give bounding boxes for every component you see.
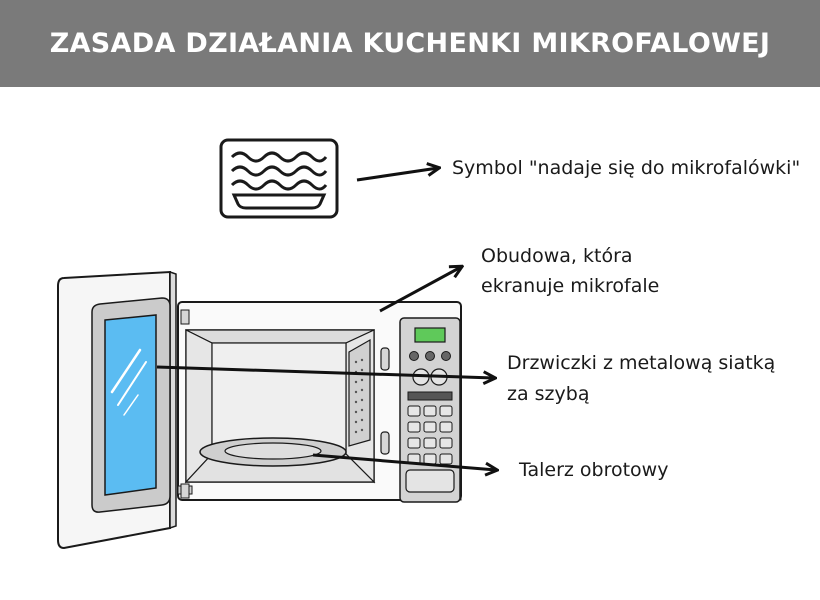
label-door-line1: Drzwiczki z metalową siatką <box>507 352 776 374</box>
microwave-safe-icon <box>219 138 339 219</box>
display-screen <box>414 327 446 343</box>
arrow-icon <box>379 267 461 313</box>
label-turntable: Talerz obrotowy <box>519 459 669 481</box>
arrow-icon <box>312 453 496 470</box>
header-bar: ZASADA DZIAŁANIA KUCHENKI MIKROFALOWEJ <box>0 0 820 87</box>
arrow-icon <box>156 365 494 378</box>
label-housing-line2: ekranuje mikrofale <box>481 275 660 297</box>
microwave-body <box>177 301 462 501</box>
label-symbol: Symbol "nadaje się do mikrofalówki" <box>452 157 801 179</box>
microwave-door <box>57 270 190 550</box>
label-housing-line1: Obudowa, która <box>481 245 633 267</box>
label-door-line2: za szybą <box>507 383 590 405</box>
control-panel <box>399 317 461 503</box>
page-title: ZASADA DZIAŁANIA KUCHENKI MIKROFALOWEJ <box>49 28 771 59</box>
arrow-icon <box>356 168 438 182</box>
